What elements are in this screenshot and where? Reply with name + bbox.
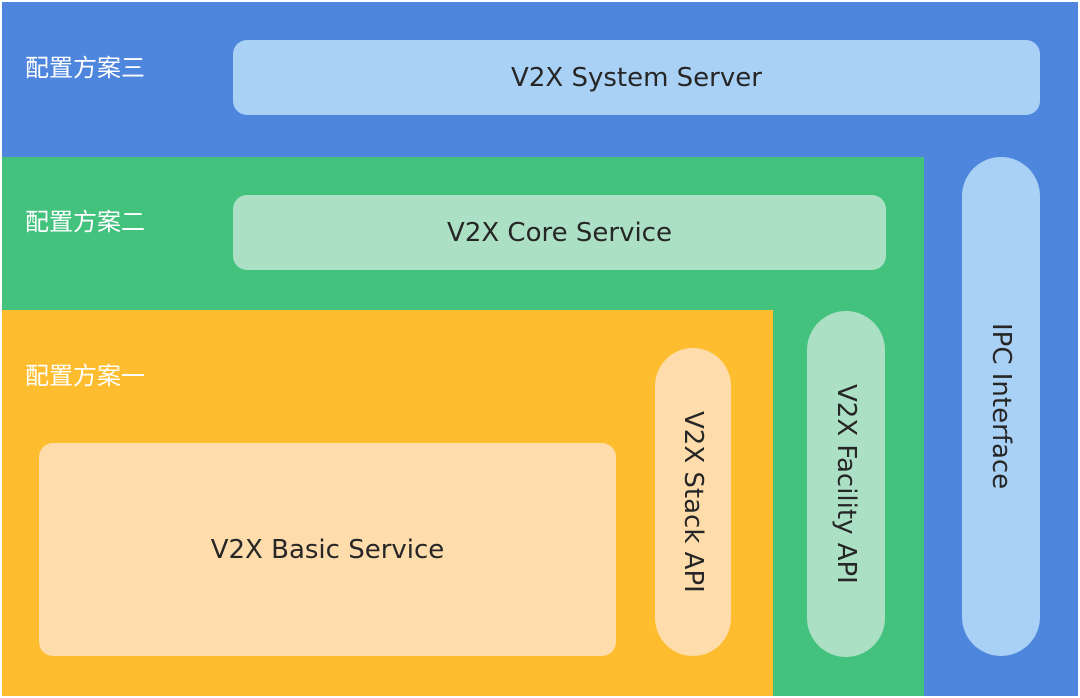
stack-api-label: V2X Stack API [678, 411, 708, 593]
basic-service-label: V2X Basic Service [210, 534, 445, 565]
facility-api-label: V2X Facility API [831, 384, 861, 584]
scheme-three-label: 配置方案三 [25, 54, 145, 82]
ipc-interface-label: IPC Interface [986, 323, 1016, 490]
core-service-label: V2X Core Service [447, 217, 672, 248]
basic-service-box: V2X Basic Service [39, 443, 616, 656]
facility-api-pill: V2X Facility API [807, 311, 885, 657]
stack-api-pill: V2X Stack API [655, 348, 731, 656]
scheme-two-label: 配置方案二 [25, 208, 145, 236]
system-server-label: V2X System Server [511, 62, 762, 93]
system-server-box: V2X System Server [233, 40, 1040, 115]
core-service-box: V2X Core Service [233, 195, 886, 270]
scheme-one-label: 配置方案一 [25, 362, 145, 390]
ipc-interface-pill: IPC Interface [962, 157, 1040, 656]
